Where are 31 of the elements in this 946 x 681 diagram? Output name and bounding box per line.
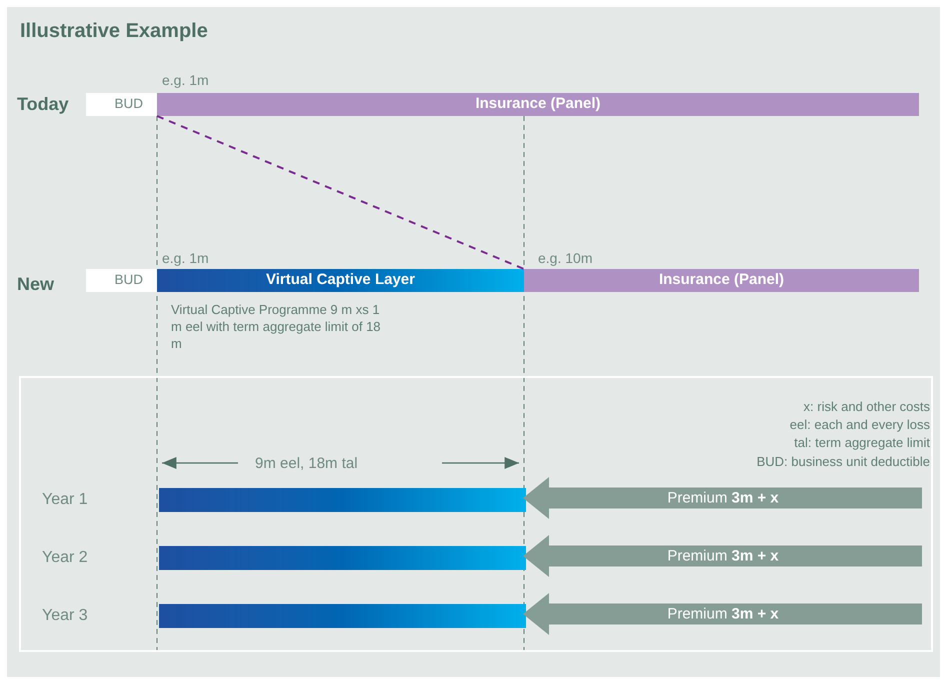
captive-layer-bar: Virtual Captive Layer: [157, 269, 524, 292]
year-label: Year 2: [42, 548, 88, 568]
connector-line: [156, 115, 524, 270]
row-label: Today: [17, 93, 69, 116]
edge-label: Premium 3m + x: [667, 604, 779, 624]
year-panel: [19, 376, 933, 652]
programme-note: Virtual Captive Programme 9 m xs 1 m eel with term aggregate limit of 18 m: [171, 301, 382, 352]
captive-year-bar: [159, 604, 526, 628]
dimension-label: 9m eel, 18m tal: [255, 454, 358, 474]
edge-label: Premium 3m + x: [667, 488, 779, 508]
deductible-box: BUD: [86, 93, 157, 116]
abbreviation-note: BUD: business unit deductible: [756, 453, 930, 471]
premium-arrow: [523, 535, 922, 577]
abbreviation-note: eel: each and every loss: [790, 416, 930, 434]
deductible-box: BUD: [86, 269, 157, 292]
insurance-bar: Insurance (Panel): [157, 93, 919, 116]
year-label: Year 3: [42, 606, 88, 626]
amount-label: e.g. 10m: [538, 249, 592, 268]
amount-label: e.g. 1m: [162, 249, 209, 268]
year-label: Year 1: [42, 490, 88, 510]
premium-arrow: [523, 477, 922, 519]
edge-label: Premium 3m + x: [667, 546, 779, 566]
diagram-title: Illustrative Example: [20, 19, 208, 44]
captive-year-bar: [159, 546, 526, 570]
abbreviation-note: tal: term aggregate limit: [794, 434, 930, 452]
amount-label: e.g. 1m: [162, 71, 209, 90]
insurance-bar: Insurance (Panel): [524, 269, 919, 292]
captive-year-bar: [159, 488, 526, 512]
abbreviation-note: x: risk and other costs: [804, 398, 930, 416]
row-label: New: [17, 273, 54, 296]
premium-arrow: [523, 593, 922, 635]
